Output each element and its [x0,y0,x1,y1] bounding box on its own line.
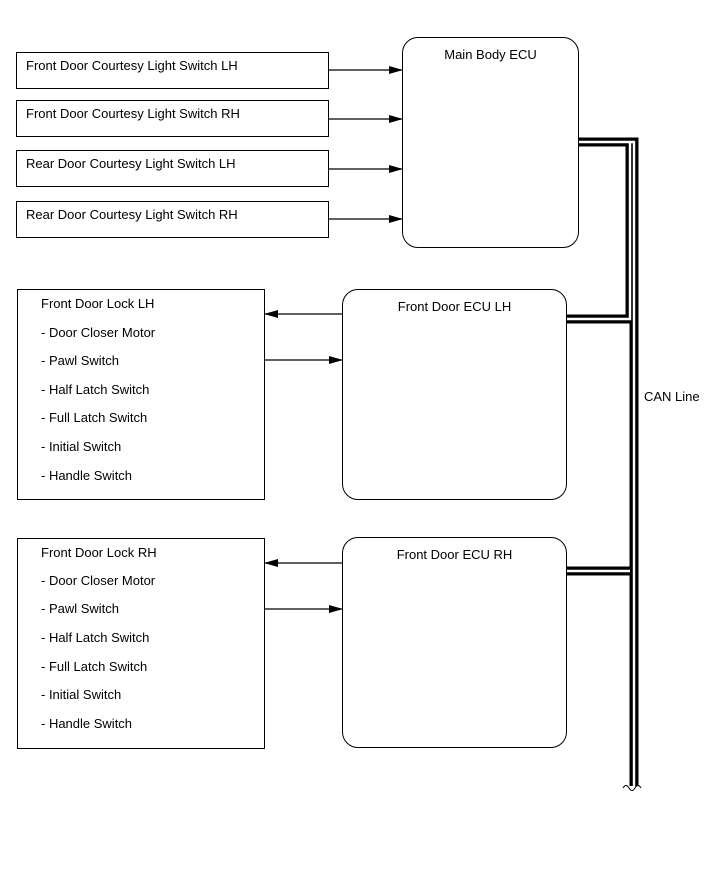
lock-item: - Full Latch Switch [41,659,148,674]
lock-item: - Full Latch Switch [41,410,148,425]
lock-item: - Door Closer Motor [41,325,156,340]
switch-rear-rh: Rear Door Courtesy Light Switch RH [16,201,329,238]
switch-label: Front Door Courtesy Light Switch RH [26,106,240,121]
lock-item: - Door Closer Motor [41,573,156,588]
switch-label: Rear Door Courtesy Light Switch LH [26,156,236,171]
switch-front-lh: Front Door Courtesy Light Switch LH [16,52,329,89]
front-door-lock-lh: Front Door Lock LH - Door Closer Motor -… [17,289,265,500]
front-door-ecu-lh: Front Door ECU LH [342,289,567,500]
switch-label: Front Door Courtesy Light Switch LH [26,58,238,73]
ecu-title: Front Door ECU LH [397,299,512,314]
switch-label: Rear Door Courtesy Light Switch RH [26,207,238,222]
lock-item: - Handle Switch [41,716,133,731]
lock-item: - Initial Switch [41,687,122,702]
lock-item: - Handle Switch [41,468,133,483]
lock-item: - Pawl Switch [41,601,120,616]
can-bus [566,137,642,791]
lock-title: Front Door Lock RH [41,545,157,560]
front-door-ecu-rh: Front Door ECU RH [342,537,567,748]
lock-title: Front Door Lock LH [41,296,155,311]
ecu-title: Front Door ECU RH [396,547,513,562]
front-door-lock-rh: Front Door Lock RH - Door Closer Motor -… [17,538,265,749]
lock-item: - Half Latch Switch [41,382,150,397]
switch-rear-lh: Rear Door Courtesy Light Switch LH [16,150,329,187]
can-line-label: CAN Line [644,389,700,404]
ecu-title: Main Body ECU [444,47,537,62]
lock-item: - Initial Switch [41,439,122,454]
switch-front-rh: Front Door Courtesy Light Switch RH [16,100,329,137]
lock-item: - Pawl Switch [41,353,120,368]
lock-item: - Half Latch Switch [41,630,150,645]
main-body-ecu: Main Body ECU [402,37,579,248]
